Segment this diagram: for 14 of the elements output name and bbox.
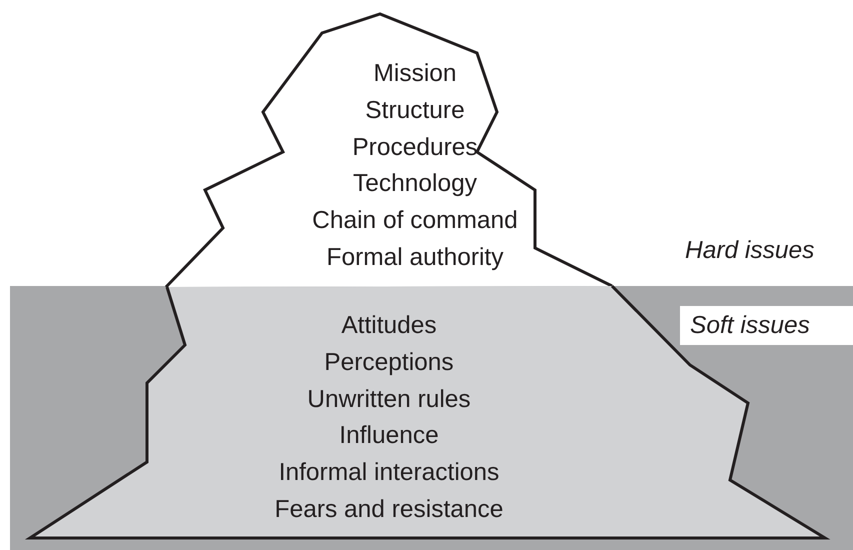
issue-text: Procedures	[351, 132, 479, 163]
issue-text: Informal interactions	[278, 458, 500, 488]
issue-text: Formal authority	[325, 242, 504, 273]
issue-text: Chain of command	[311, 206, 519, 236]
issue-text: Perceptions	[323, 348, 455, 378]
issue-text: Technology	[352, 169, 478, 200]
issue-text: Structure	[364, 96, 466, 126]
category-label: Soft issues	[680, 306, 853, 345]
issue-text: Unwritten rules	[306, 384, 472, 415]
issue-text: Fears and resistance	[274, 494, 504, 525]
issue-text: Influence	[338, 421, 440, 452]
issue-text: Mission	[372, 59, 458, 89]
category-label: Hard issues	[685, 237, 814, 265]
issue-text: Attitudes	[340, 311, 438, 341]
